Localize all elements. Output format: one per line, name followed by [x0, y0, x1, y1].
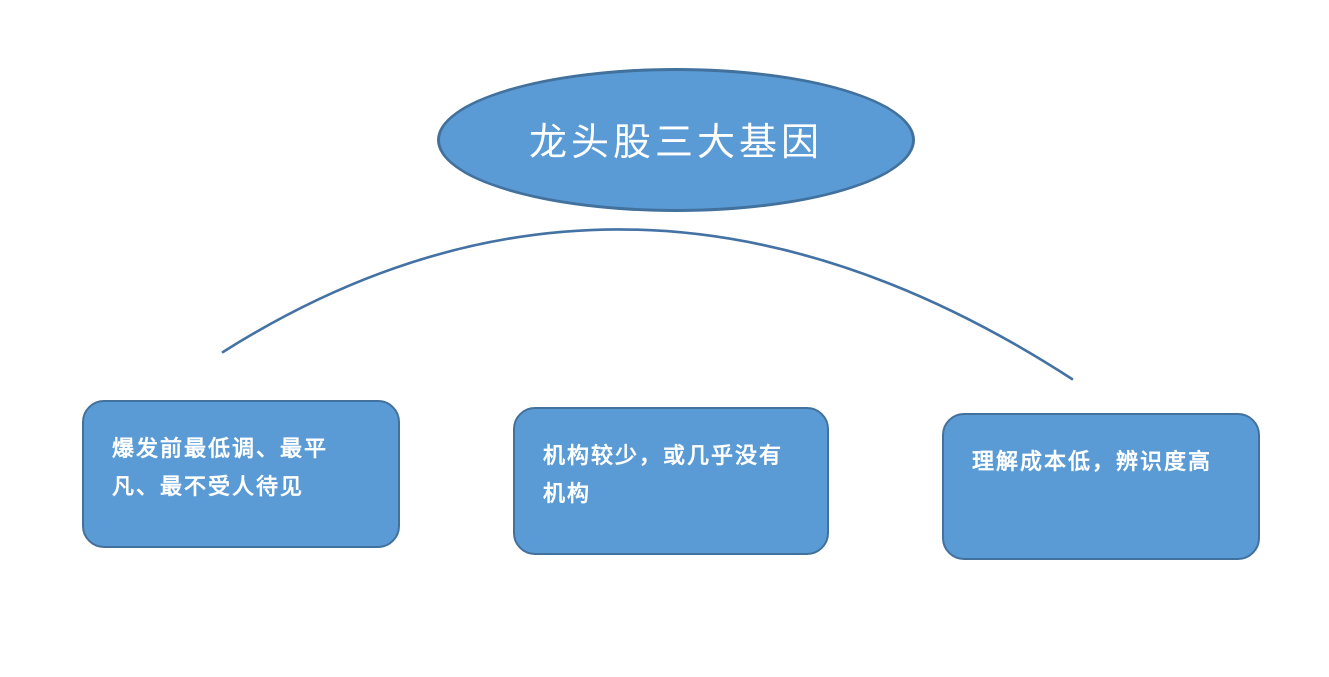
- gene-box-easy-to-understand: 理解成本低，辨识度高: [942, 413, 1260, 560]
- gene-box-lowkey: 爆发前最低调、最平凡、最不受人待见: [82, 400, 400, 548]
- gene-box-lowkey-label: 爆发前最低调、最平凡、最不受人待见: [112, 436, 329, 500]
- gene-box-easy-to-understand-label: 理解成本低，辨识度高: [972, 449, 1213, 475]
- gene-box-few-institutions-label: 机构较少，或几乎没有机构: [543, 443, 784, 507]
- gene-box-few-institutions: 机构较少，或几乎没有机构: [513, 407, 829, 555]
- arc-connector-path: [221, 228, 1074, 381]
- title-ellipse: 龙头股三大基因: [437, 68, 915, 212]
- diagram-title: 龙头股三大基因: [528, 119, 823, 164]
